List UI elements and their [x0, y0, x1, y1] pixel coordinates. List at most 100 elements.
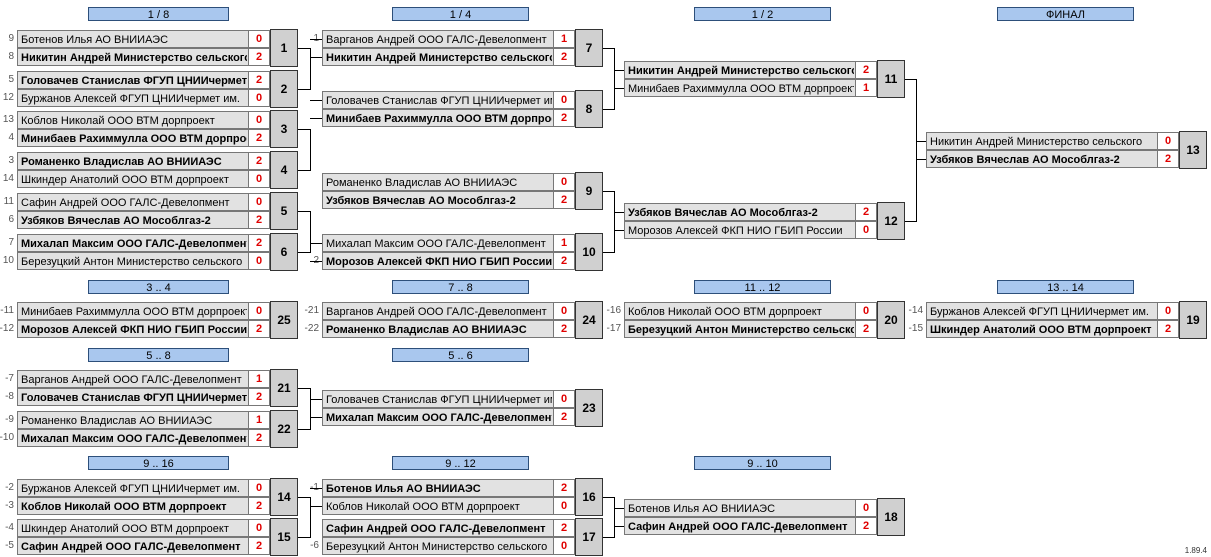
player-score: 2 — [553, 321, 574, 337]
player-score: 2 — [855, 204, 876, 220]
seed-label: -12 — [0, 323, 14, 334]
round-header: ФИНАЛ — [997, 7, 1134, 21]
bracket-connector — [310, 488, 322, 489]
bracket-connector — [310, 57, 322, 58]
player-score: 2 — [553, 110, 574, 126]
player-name: Коблов Николай ООО ВТМ дорпроект — [326, 501, 520, 513]
seed-label: -5 — [5, 540, 14, 551]
seed-label: 5 — [8, 74, 14, 85]
bracket-connector — [916, 141, 926, 142]
player-name: Михалап Максим ООО ГАЛС-Девелопмент — [21, 238, 247, 250]
seed-label: -2 — [5, 482, 14, 493]
player-name: Морозов Алексей ФКП НИО ГБИП России — [21, 324, 247, 336]
player-row[interactable]: Буржанов Алексей ФГУП ЦНИИчермет им.0 — [926, 302, 1179, 320]
round-header: 9 .. 16 — [88, 456, 229, 470]
player-row[interactable]: Буржанов Алексей ФГУП ЦНИИчермет им.0 — [17, 89, 270, 107]
round-header: 3 .. 4 — [88, 280, 229, 294]
player-score: 0 — [248, 520, 269, 536]
player-row[interactable]: Буржанов Алексей ФГУП ЦНИИчермет им.0 — [17, 479, 270, 497]
seed-label: -14 — [908, 305, 923, 316]
seed-label: -10 — [0, 432, 14, 443]
bracket-connector — [905, 79, 916, 80]
match-number: 20 — [877, 301, 905, 339]
match-number: 6 — [270, 233, 298, 271]
player-score: 2 — [248, 430, 269, 446]
round-header: 9 .. 12 — [392, 456, 529, 470]
bracket-connector — [614, 508, 624, 509]
